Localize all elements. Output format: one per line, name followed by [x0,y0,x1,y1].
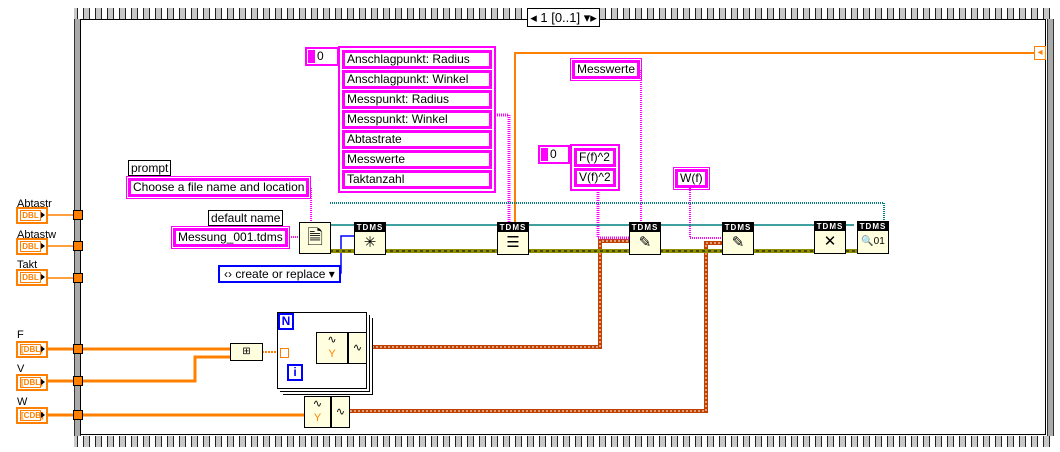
loop-iteration-terminal: i [287,364,303,381]
label-f: F [17,329,24,341]
tdms-properties-icon: ☰ [506,234,520,251]
frame-next-icon[interactable]: ▸ [590,10,597,25]
channel-name-item[interactable]: V(f)^2 [574,168,616,187]
loop-index-tunnel [280,348,289,358]
control-v[interactable]: [DBL] [16,374,48,391]
property-name-item[interactable]: Messpunkt: Radius [342,90,492,109]
frame-selector-value: 1 [0..1] [540,10,581,25]
fft-output-icon: ∿ [331,396,350,428]
wire-propnames [497,113,511,222]
channel-names-index[interactable]: 0 [538,145,570,164]
label-v: V [17,363,25,375]
property-names-array[interactable]: Anschlagpunkt: Radius Anschlagpunkt: Win… [338,46,496,193]
prompt-constant[interactable]: Choose a file name and location [125,176,312,199]
fft-node-1[interactable]: ∿Y [316,332,348,364]
tdms-write-node-2[interactable]: TDMS✎ [722,222,754,255]
prompt-label: prompt [128,160,172,176]
wire-global-orange [514,52,1038,222]
waveform-icon: ∿ [327,334,337,346]
tunnel-abtastr [73,210,83,220]
tunnel-f [73,344,83,354]
tdms-viewer-node[interactable]: TDMS🔍01 [857,221,889,254]
tdms-open-node[interactable]: TDMS✳ [354,222,386,255]
wire-wf [689,188,722,239]
sequence-frame-bottom-border [74,436,1055,447]
control-takt[interactable]: DBL [16,269,48,286]
frame-prev-icon[interactable]: ◂ [530,10,537,25]
label-w: W [17,396,28,408]
channel-w-constant[interactable]: W(f) [673,167,710,190]
operation-enum[interactable]: ‹› create or replace ▾ [218,265,341,283]
control-abtastr[interactable]: DBL [16,207,48,224]
tunnel-w [73,410,83,420]
wire-fft-w-out-inner [350,242,722,412]
tdms-set-properties-node[interactable]: TDMS☰ [497,222,529,255]
wire-prompt [306,186,312,224]
property-names-index[interactable]: 0 [305,47,339,66]
channel-name-item[interactable]: F(f)^2 [574,148,616,167]
wire-fft-out-inner [368,240,629,348]
channel-names-array[interactable]: F(f)^2 V(f)^2 [570,144,620,191]
tunnel-v [73,376,83,386]
tdms-write-node-1[interactable]: TDMS✎ [629,222,661,255]
property-name-item[interactable]: Anschlagpunkt: Radius [342,50,492,69]
fft-output-icon: ∿ [348,332,367,364]
tdms-open-icon: ✳ [363,234,377,251]
control-f[interactable]: [DBL] [16,341,48,358]
pencil-icon: ✎ [638,234,652,251]
pencil-icon: ✎ [731,234,745,251]
fft-node-2[interactable]: ∿Y [304,396,331,428]
control-abtastw[interactable]: DBL [16,238,48,255]
sequence-local-icon[interactable]: ◂ [1034,46,1046,60]
tunnel-takt [73,273,83,283]
group-name-constant[interactable]: Messwerte [569,58,643,81]
sequence-frame-inner [80,19,1046,435]
file-dialog-icon[interactable]: 🗎 [299,222,331,254]
default-name-constant[interactable]: Messung_001.tdms [171,226,290,249]
tunnel-abtastw [73,241,83,251]
waveform-icon: ∿ [312,398,323,410]
build-array-node[interactable]: ⊞ [230,343,263,361]
wire-v [46,355,230,383]
tdms-close-node[interactable]: TDMS✕ [814,221,846,254]
close-file-icon: ✕ [823,233,837,250]
property-name-item[interactable]: Taktanzahl [342,170,492,189]
property-name-item[interactable]: Messpunkt: Winkel [342,110,492,129]
control-w[interactable]: [CDB] [16,407,48,424]
dropdown-icon[interactable]: ▾ [328,267,335,281]
sequence-frame-right-border [1047,19,1054,436]
wire-path [330,202,885,222]
loop-count-terminal[interactable]: N [278,313,294,330]
wire-channels [596,188,629,240]
default-name-label: default name [208,210,284,226]
property-name-item[interactable]: Abtastrate [342,130,492,149]
viewer-magnifier-icon: 🔍01 [861,236,885,247]
property-name-item[interactable]: Anschlagpunkt: Winkel [342,70,492,89]
frame-selector[interactable]: ◂ 1 [0..1] ▾▸ [527,8,600,27]
enum-arrows-icon: ‹› [224,267,232,281]
property-name-item[interactable]: Messwerte [342,150,492,169]
label-takt: Takt [17,259,38,271]
